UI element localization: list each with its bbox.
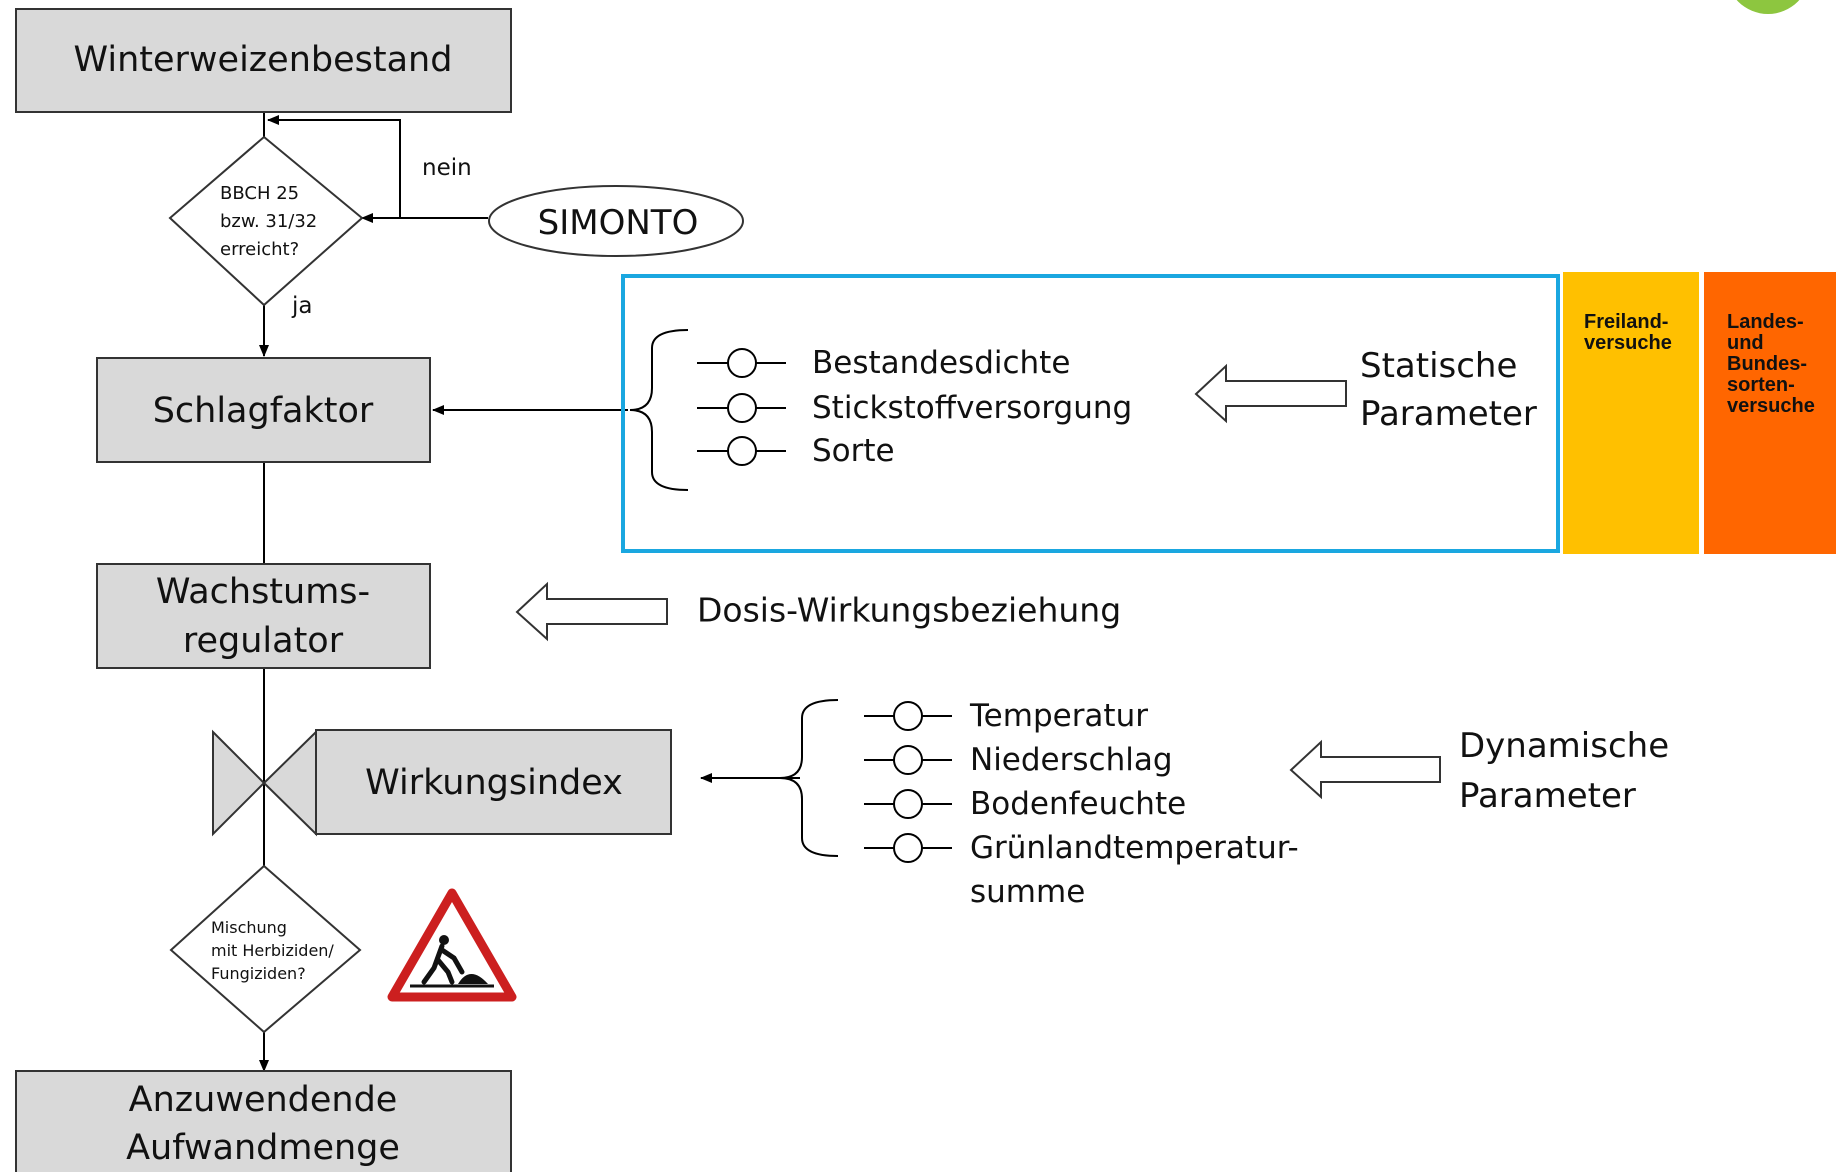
variety-trials-column [1704,272,1836,554]
static-params-frame [621,274,1560,553]
decision-bbch-line-2: bzw. 31/32 [220,211,317,232]
construction-warning-icon [387,888,517,1002]
decision-bbch-line-3: erreicht? [220,239,299,260]
svg-text:Statische: Statische [1360,346,1517,386]
schlagfaktor-box: Schlagfaktor [96,357,431,463]
svg-text:Stickstoffversorgung: Stickstoffversorgung [812,390,1132,426]
decision-mix-line-1: Mischung [211,918,287,937]
svg-text:Grünlandtemperatur-: Grünlandtemperatur- [970,830,1299,866]
field-trials-label: Freiland- versuche [1584,311,1672,354]
end-box: Anzuwendende Aufwandmenge [15,1070,512,1172]
dose-response-label: Dosis-Wirkungsbeziehung [697,591,1121,630]
end-box-line-1: Anzuwendende [129,1080,398,1120]
dynamic-params-brace [779,699,839,857]
simonto-label: SIMONTO [538,203,699,243]
dynamic-param-item: Grünlandtemperatur- [864,830,1299,866]
wachstumsregulator-label-line-1: Wachstums- [156,572,370,612]
decision-mix-line-2: mit Herbiziden/ [211,941,334,960]
wachstumsregulator-label-line-2: regulator [183,621,344,661]
dynamic-param-item: Niederschlag [864,742,1173,778]
static-param-item: Bestandesdichte [697,345,1070,381]
hollow-arrow-to-dynamic-list-icon [1289,739,1441,800]
svg-text:Parameter: Parameter [1360,394,1537,434]
decision-mix-line-3: Fungiziden? [211,964,306,983]
wirkungsindex-label: Wirkungsindex [365,763,623,803]
start-box: Winterweizenbestand [15,8,512,113]
svg-text:Sorte: Sorte [812,433,895,469]
label-no: nein [422,155,472,181]
label-yes: ja [291,293,312,319]
dynamic-param-item: Temperatur [864,698,1148,734]
decision-mix: Mischung mit Herbiziden/ Fungiziden? [169,864,362,1034]
static-params-heading: Statische Parameter [1360,346,1537,434]
decision-bbch-line-1: BBCH 25 [220,183,299,204]
svg-text:Bestandesdichte: Bestandesdichte [812,345,1070,381]
start-box-label: Winterweizenbestand [74,40,453,80]
svg-text:Niederschlag: Niederschlag [970,742,1173,778]
static-param-item: Sorte [697,433,895,469]
variety-trials-label: Landes- und Bundes- sorten- versuche [1727,311,1815,417]
dynamic-param-item: Bodenfeuchte [864,786,1186,822]
wirkungsindex-box: Wirkungsindex [315,729,672,835]
hollow-arrow-to-static-list-icon [1194,363,1347,424]
svg-text:Dynamische: Dynamische [1459,726,1669,766]
dynamic-param-item-continuation: summe [970,874,1085,910]
dynamic-params-heading: Dynamische Parameter [1459,726,1669,816]
svg-text:Parameter: Parameter [1459,776,1636,816]
simonto-ellipse: SIMONTO [488,185,744,257]
hollow-arrow-to-wachstumsregulator-icon [515,581,668,642]
static-param-item: Stickstoffversorgung [697,390,1132,426]
wachstumsregulator-box: Wachstums- regulator [96,563,431,669]
schlagfaktor-label: Schlagfaktor [153,391,374,431]
field-trials-column [1563,272,1699,554]
bowtie-valve-icon [212,729,317,837]
svg-text:Bodenfeuchte: Bodenfeuchte [970,786,1186,822]
end-box-line-2: Aufwandmenge [126,1128,400,1168]
decision-bbch: BBCH 25 bzw. 31/32 erreicht? [168,135,364,307]
connectors [259,112,800,1072]
svg-text:Temperatur: Temperatur [969,698,1148,734]
static-params-brace [629,329,689,491]
corner-accent-circle [1736,0,1800,14]
